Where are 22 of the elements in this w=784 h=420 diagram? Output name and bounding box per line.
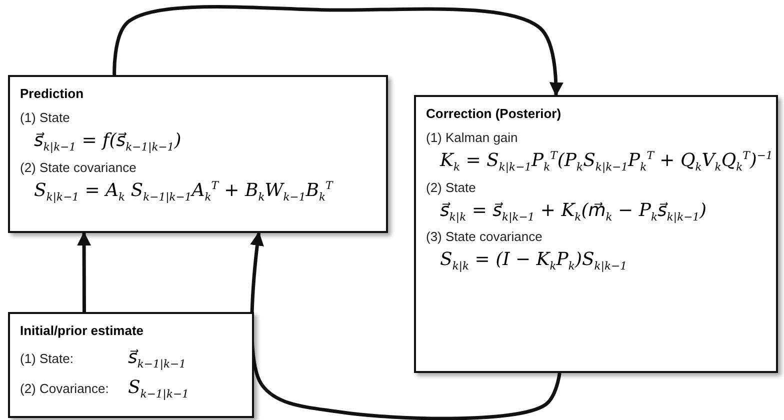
item-label: (1) State:: [20, 351, 74, 366]
box-title: Initial/prior estimate: [20, 323, 144, 338]
item-label: (2) Covariance:: [20, 380, 110, 396]
formula: S$_{k−1|k−1}$: [128, 376, 190, 402]
formula: s⃗$_{k−1|k−1}$: [128, 346, 187, 372]
item-label: (2) State covariance: [20, 160, 136, 175]
formula: s⃗$_{k|k−1}$ = f(s⃗$_{k−1|k−1}$): [34, 129, 182, 155]
item-label: (1) State: [20, 110, 70, 125]
item-label: (3) State covariance: [426, 229, 542, 244]
box-title: Correction (Posterior): [426, 106, 562, 121]
arrow: [77, 232, 92, 312]
correction-box: [414, 95, 778, 373]
formula: S$_{k|k}$ = (I − K$_{k}$P$_{k}$)S$_{k|k−1}$: [440, 248, 627, 274]
formula: s⃗$_{k|k}$ = s⃗$_{k|k−1}$ + K$_{k}$(m⃗$_{k}$ − P$_{k}$s⃗$_{k|k−1}$): [440, 198, 707, 224]
item-label: (2) State: [426, 180, 476, 195]
box-title: Prediction: [20, 86, 84, 101]
item-label: (1) Kalman gain: [426, 130, 518, 145]
prediction-box: [8, 75, 388, 233]
initial-estimate-box: [8, 312, 254, 418]
formula: K$_{k}$ = S$_{k|k−1}$P$_{k}$$^{T}$(P$_{k}$S$_{k|k−1}$P$_{k}$$^{T}$ + Q$_{k}$V$_{k}$Q$_{k}$$^{T}$)$^{−1}$: [440, 149, 773, 175]
arrow: [250, 232, 562, 420]
arrow: [112, 5, 564, 96]
